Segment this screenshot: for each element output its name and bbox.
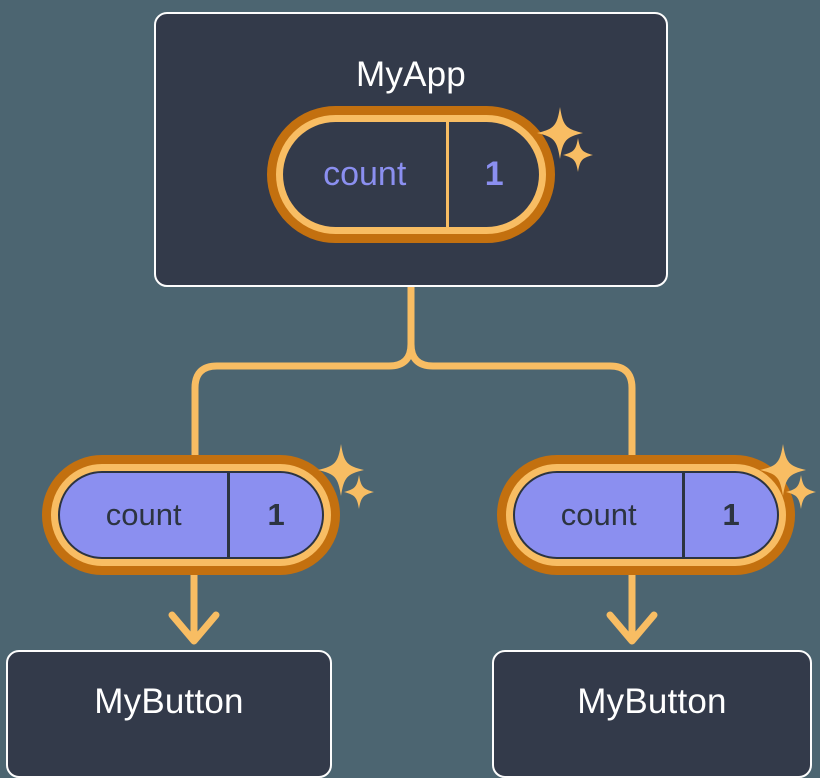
state-pill-inner: count 1 [513, 471, 779, 559]
state-pill-inner: count 1 [58, 471, 324, 559]
wire-root-to-left-child [191, 283, 415, 474]
state-key-label: count [283, 122, 450, 227]
state-key-label: count [515, 473, 686, 557]
arrow-head-left [168, 611, 220, 645]
component-box-mybutton-right: MyButton [492, 650, 812, 778]
component-label: MyButton [94, 682, 244, 721]
state-pill-child-right: count 1 [497, 455, 795, 575]
wire-root-to-right-child [407, 283, 636, 474]
sparkle-4-point-small-icon [344, 475, 374, 509]
component-box-mybutton-left: MyButton [6, 650, 332, 778]
state-pill-child-left: count 1 [42, 455, 340, 575]
arrow-head-right [606, 611, 658, 645]
state-pill-myapp: count 1 [267, 106, 555, 243]
state-key-label: count [60, 473, 231, 557]
state-value-label: 1 [267, 497, 285, 532]
state-value-label: 1 [484, 155, 504, 193]
state-pill-inner: count 1 [283, 122, 539, 227]
page-title: MyApp [356, 55, 466, 94]
component-label: MyButton [577, 682, 727, 721]
state-value-label: 1 [722, 497, 740, 532]
